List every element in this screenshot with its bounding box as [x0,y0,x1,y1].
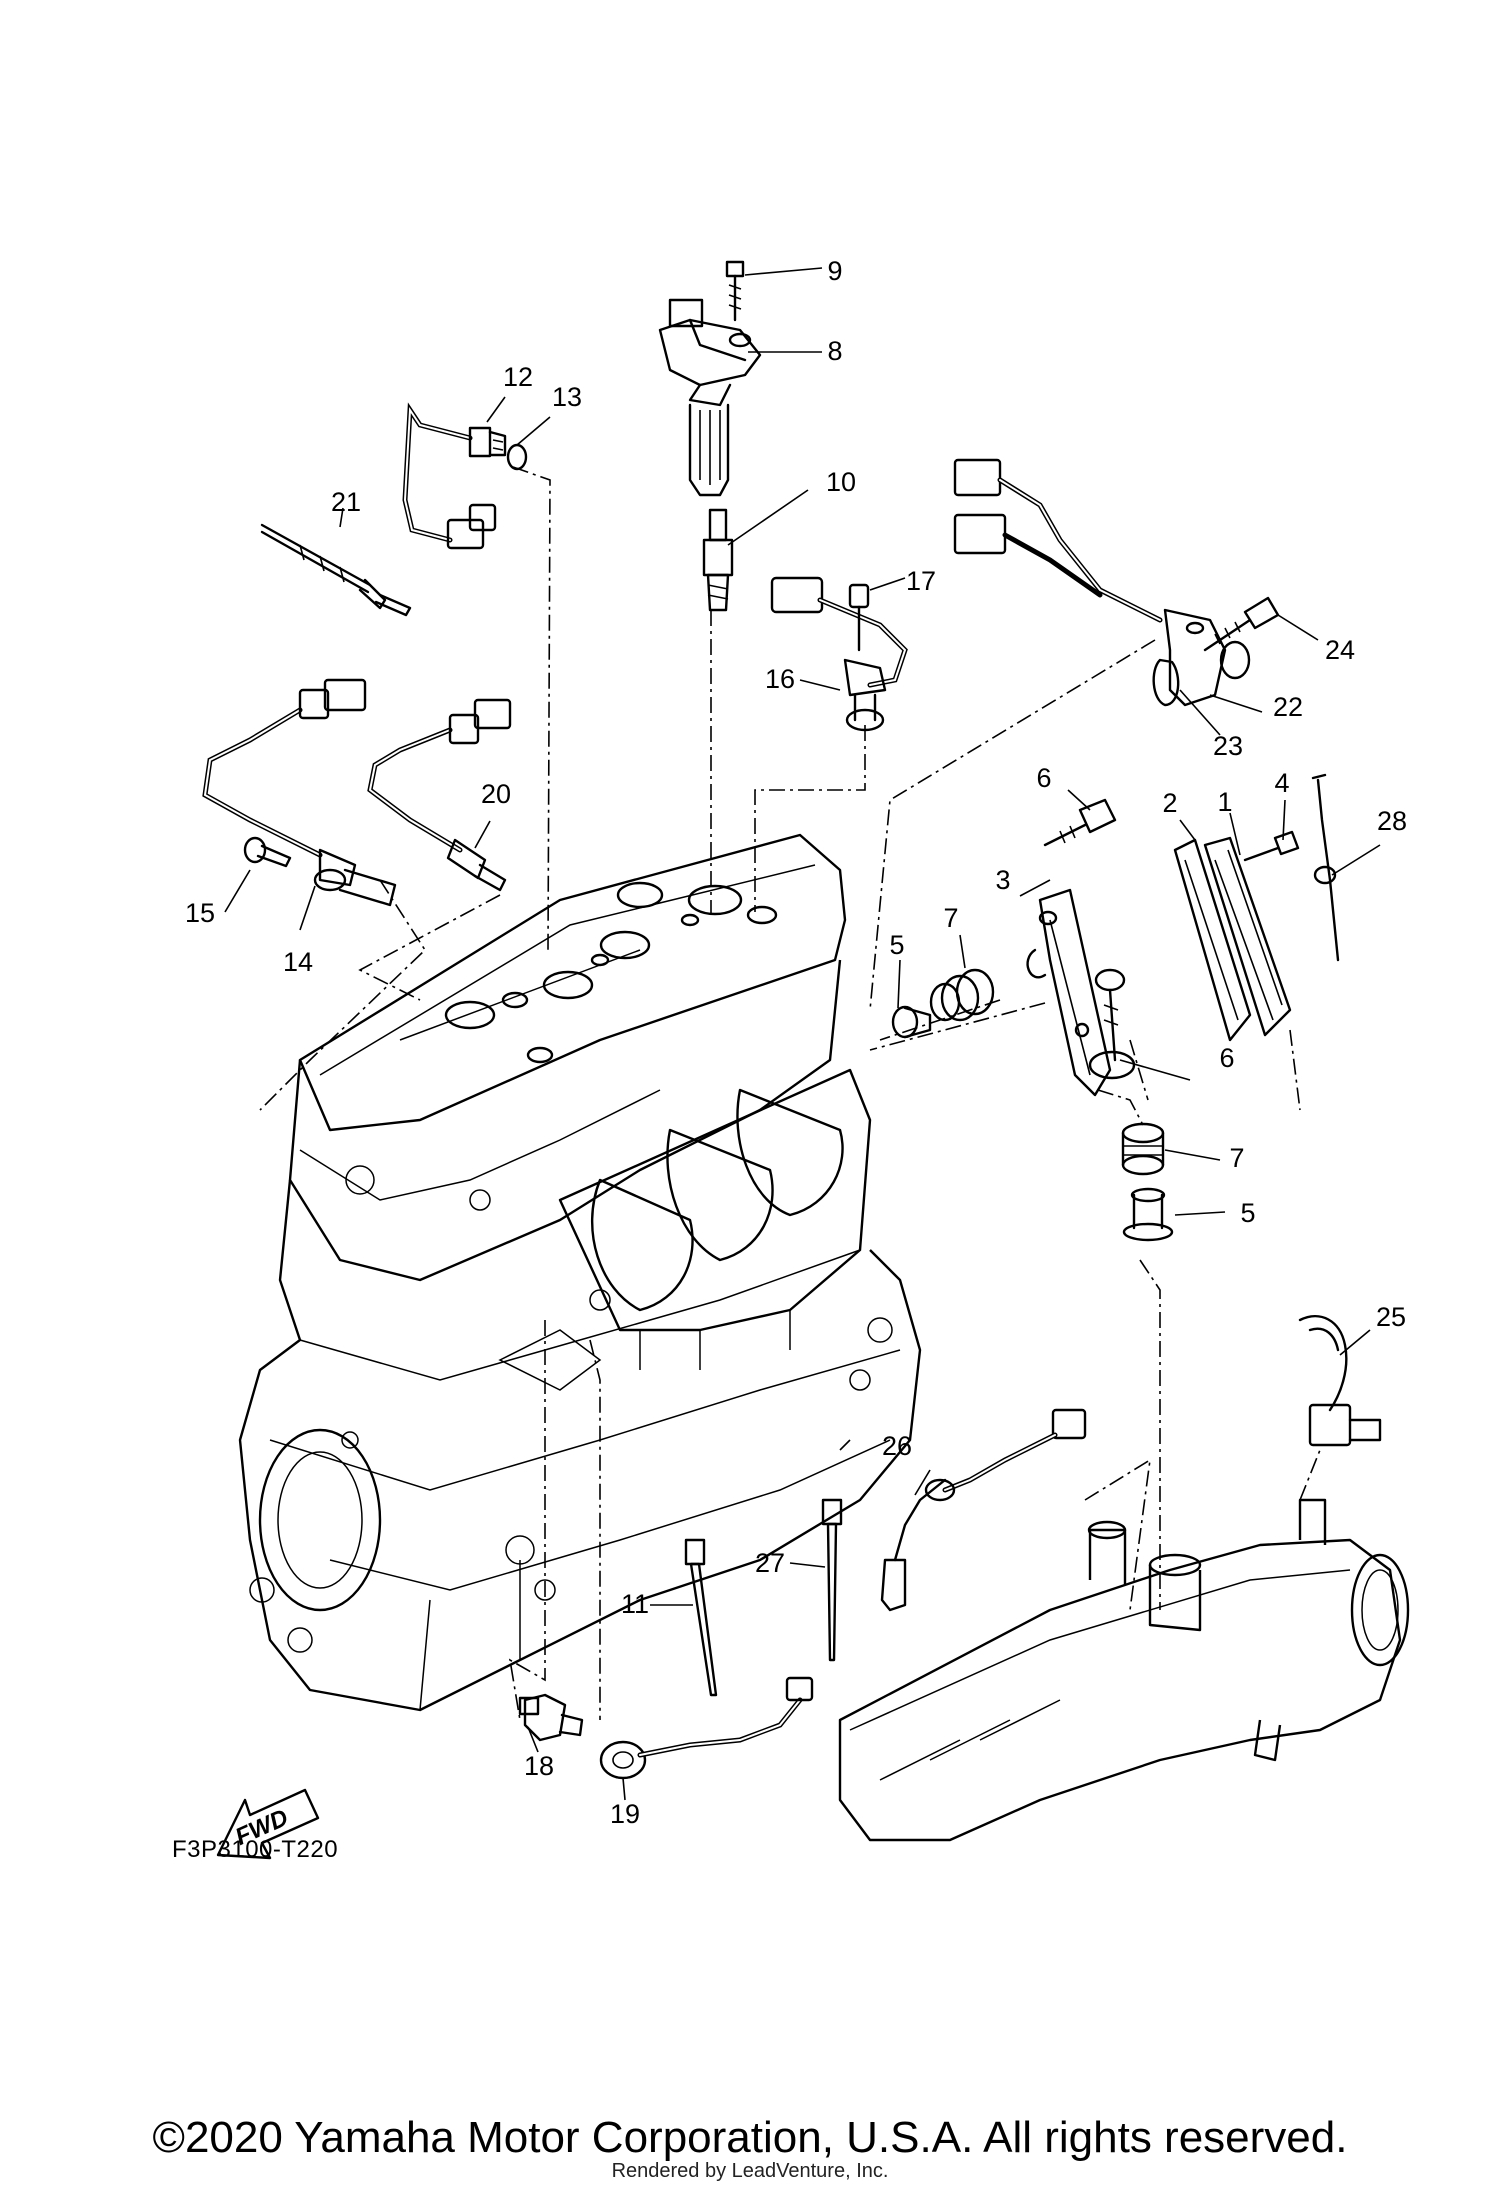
sensor-14 [202,678,397,907]
callout-15: 15 [185,898,215,928]
bolt-17 [848,583,870,652]
callout-9: 9 [827,256,842,286]
callout-16: 16 [765,664,795,694]
sensor-18 [518,1693,584,1742]
cable-tie-11 [684,1538,718,1697]
grommet-7-lower [1121,1122,1165,1176]
cam-sensor-16 [770,576,908,732]
callout-8: 8 [827,336,842,366]
exhaust-pipe [838,1498,1410,1842]
temp-sensor-21 [260,523,412,617]
cover-1 [1203,836,1292,1037]
spark-plug-10 [702,508,734,612]
knock-sensor-19 [599,1676,814,1780]
gasket-2 [1173,838,1252,1042]
ignition-coil-8 [658,298,762,497]
bolt-24 [1203,596,1280,652]
sensor-22 [953,458,1251,707]
figure-code: F3P3100-T220 [172,1836,339,1863]
callout-26: 26 [882,1431,912,1461]
bracket-3 [1026,888,1112,1097]
callout-4: 4 [1274,768,1289,798]
grommet-7-upper [929,968,995,1022]
callout-27: 27 [755,1548,785,1578]
engine-block [238,833,922,1712]
leader-lines [224,267,1381,1801]
sensor-26 [880,1408,1087,1612]
connection-lines [259,466,1321,1721]
callout-11: 11 [621,1589,649,1619]
bolt-15 [243,836,292,868]
callout-10: 10 [826,467,856,497]
bolt-6-lower [1088,968,1136,1080]
callout-20: 20 [481,779,511,809]
callout-12: 12 [503,362,533,392]
callout-25: 25 [1376,1302,1406,1332]
callout-5-upper: 5 [889,930,904,960]
callout-14: 14 [283,947,313,977]
callout-5-lower: 5 [1240,1198,1255,1228]
callout-21: 21 [331,487,361,517]
callout-24: 24 [1325,635,1355,665]
callout-22: 22 [1273,692,1303,722]
callout-17: 17 [906,566,936,596]
callout-19: 19 [610,1799,640,1829]
callout-1: 1 [1217,787,1232,817]
callout-7-lower: 7 [1229,1143,1244,1173]
cable-tie-27 [821,1498,843,1662]
callout-labels: 1 2 3 4 5 5 6 6 7 7 8 9 10 11 12 13 14 1… [185,256,1407,1829]
bolt-4 [1243,830,1300,862]
tie-28 [1311,773,1340,962]
collar-5-upper [891,1005,932,1039]
callout-13: 13 [552,382,582,412]
bolt-6-upper [1043,798,1117,847]
copyright-notice: ©2020 Yamaha Motor Corporation, U.S.A. A… [152,2113,1348,2162]
bolt-9 [725,260,745,322]
gasket-13 [506,443,528,471]
callout-18: 18 [524,1751,554,1781]
callout-23: 23 [1213,731,1243,761]
callout-7-upper: 7 [943,903,958,933]
clamp-25 [1298,1315,1382,1447]
callout-2: 2 [1162,788,1177,818]
oring-23 [1152,658,1180,707]
callout-6-upper: 6 [1036,763,1051,793]
sensor-20 [367,698,512,892]
callout-6-lower: 6 [1219,1043,1234,1073]
sensor-12 [402,402,507,550]
collar-5-lower [1122,1187,1174,1242]
rendered-by-credit: Rendered by LeadVenture, Inc. [611,2160,889,2182]
callout-28: 28 [1377,806,1407,836]
callout-3: 3 [995,865,1010,895]
